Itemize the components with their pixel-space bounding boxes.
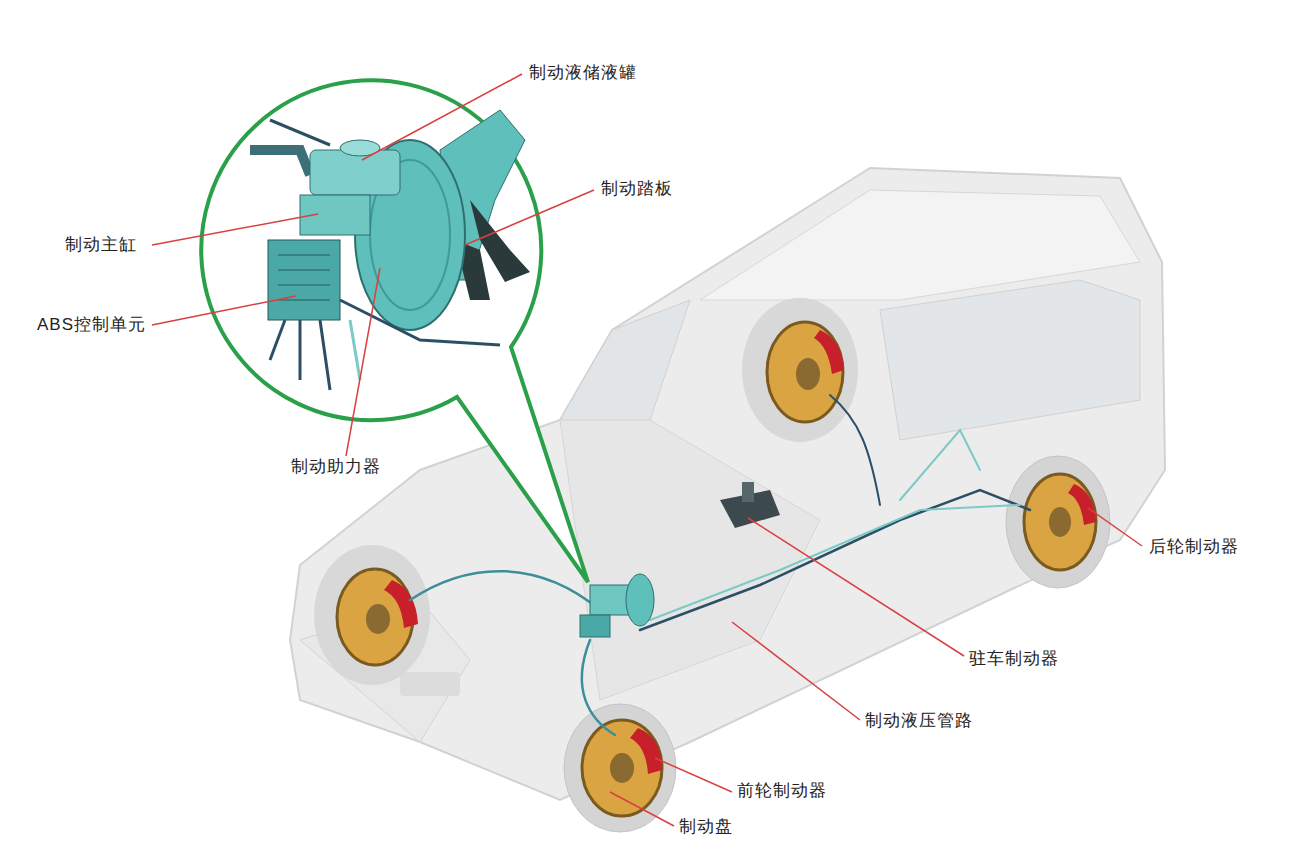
wheel-front-right [314, 545, 430, 685]
part-label: 驻车制动器 [966, 648, 1062, 670]
part-label: 后轮制动器 [1146, 536, 1242, 558]
part-label: 制动主缸 [62, 234, 140, 256]
part-label: 制动踏板 [598, 178, 676, 200]
wheel-rear-left [1006, 456, 1110, 588]
wheel-rear-right [742, 298, 858, 442]
wheel-front-left [564, 704, 676, 832]
master-cylinder-small [580, 574, 654, 637]
part-label: 制动液储液罐 [526, 62, 640, 84]
part-label: 前轮制动器 [734, 780, 830, 802]
leader-lines [152, 74, 1142, 826]
part-label: ABS控制单元 [34, 314, 149, 336]
part-label: 制动助力器 [288, 456, 384, 478]
part-label: 制动盘 [676, 816, 736, 838]
parking-brake-lever [720, 482, 780, 528]
inset-components [250, 110, 530, 390]
part-label: 制动液压管路 [862, 710, 976, 732]
inset-bubble [201, 80, 588, 582]
